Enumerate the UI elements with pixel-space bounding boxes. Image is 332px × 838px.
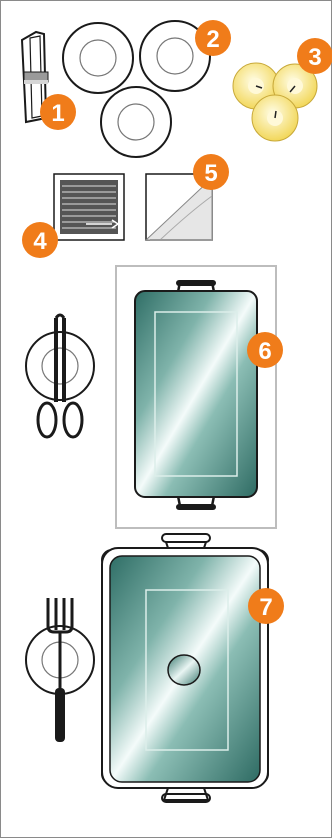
- badge-5: 5: [193, 154, 229, 190]
- badge-6-label: 6: [258, 338, 271, 365]
- badge-3: 3: [297, 38, 332, 74]
- covered-chafing-dish-icon: [102, 534, 268, 802]
- chafing-dish-tray-icon: [135, 280, 257, 510]
- badge-6: 6: [247, 332, 283, 368]
- badge-7: 7: [248, 588, 284, 624]
- badge-2: 2: [195, 20, 231, 56]
- badge-1-label: 1: [51, 100, 64, 127]
- badge-2-label: 2: [206, 26, 219, 53]
- badge-1: 1: [40, 94, 76, 130]
- badge-4-label: 4: [33, 228, 47, 255]
- badge-3-label: 3: [308, 44, 321, 71]
- badge-5-label: 5: [204, 160, 217, 187]
- napkins-with-forks-icon: [54, 174, 124, 240]
- badge-4: 4: [22, 222, 58, 258]
- badge-7-label: 7: [259, 594, 272, 621]
